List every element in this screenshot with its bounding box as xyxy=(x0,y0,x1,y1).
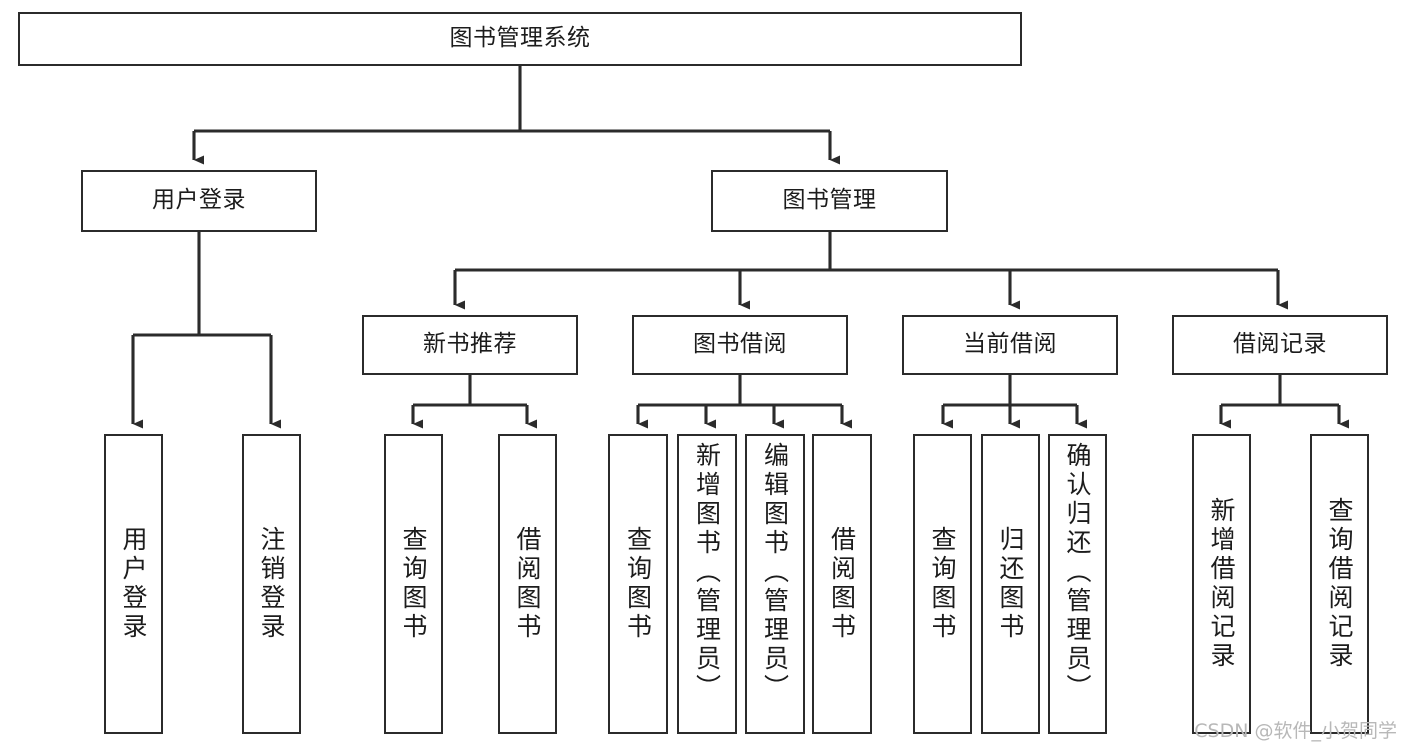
node-leaf-return-book[interactable]: 归还图书 xyxy=(981,434,1040,734)
node-borrow-record[interactable]: 借阅记录 xyxy=(1172,315,1388,375)
node-leaf-query-book-current[interactable]: 查询图书 xyxy=(913,434,972,734)
node-label: 图书管理系统 xyxy=(449,25,591,52)
node-label: 查询图书 xyxy=(928,526,957,642)
node-label: 查询借阅记录 xyxy=(1325,497,1354,671)
node-root-book-management-system[interactable]: 图书管理系统 xyxy=(18,12,1022,66)
node-leaf-logout-login[interactable]: 注销登录 xyxy=(242,434,301,734)
node-label: 归还图书 xyxy=(996,526,1025,642)
csdn-watermark: CSDN @软件_小贺同学 xyxy=(1194,720,1397,742)
node-leaf-edit-book[interactable]: 编辑图书（管理员） xyxy=(745,434,805,734)
node-label: 图书借阅 xyxy=(693,331,787,358)
node-label: 新增图书（管理员） xyxy=(692,442,722,703)
node-label: 注销登录 xyxy=(257,526,286,642)
node-leaf-borrow-book-recommend[interactable]: 借阅图书 xyxy=(498,434,557,734)
node-new-book-recommend[interactable]: 新书推荐 xyxy=(362,315,578,375)
node-book-management[interactable]: 图书管理 xyxy=(711,170,948,232)
node-label: 图书管理 xyxy=(782,187,877,214)
node-leaf-query-book-borrow[interactable]: 查询图书 xyxy=(608,434,668,734)
node-label: 用户登录 xyxy=(119,526,148,642)
node-leaf-borrow-book-borrow[interactable]: 借阅图书 xyxy=(812,434,872,734)
node-leaf-add-borrow-record[interactable]: 新增借阅记录 xyxy=(1192,434,1251,734)
node-leaf-user-login[interactable]: 用户登录 xyxy=(104,434,163,734)
node-label: 编辑图书（管理员） xyxy=(760,442,790,703)
node-label: 用户登录 xyxy=(152,187,246,214)
node-label: 确认归还（管理员） xyxy=(1063,442,1092,703)
node-leaf-query-book-recommend[interactable]: 查询图书 xyxy=(384,434,443,734)
node-leaf-query-borrow-record[interactable]: 查询借阅记录 xyxy=(1310,434,1369,734)
node-label: 查询图书 xyxy=(623,526,653,642)
node-user-login[interactable]: 用户登录 xyxy=(81,170,317,232)
node-book-borrow[interactable]: 图书借阅 xyxy=(632,315,848,375)
node-leaf-confirm-return[interactable]: 确认归还（管理员） xyxy=(1048,434,1107,734)
node-label: 借阅记录 xyxy=(1233,331,1327,358)
node-label: 当前借阅 xyxy=(963,331,1057,358)
node-label: 借阅图书 xyxy=(827,526,857,642)
node-label: 新增借阅记录 xyxy=(1207,497,1236,671)
node-label: 借阅图书 xyxy=(513,526,542,642)
node-label: 查询图书 xyxy=(399,526,428,642)
node-current-borrow[interactable]: 当前借阅 xyxy=(902,315,1118,375)
node-label: 新书推荐 xyxy=(423,331,517,358)
node-leaf-add-book[interactable]: 新增图书（管理员） xyxy=(677,434,737,734)
